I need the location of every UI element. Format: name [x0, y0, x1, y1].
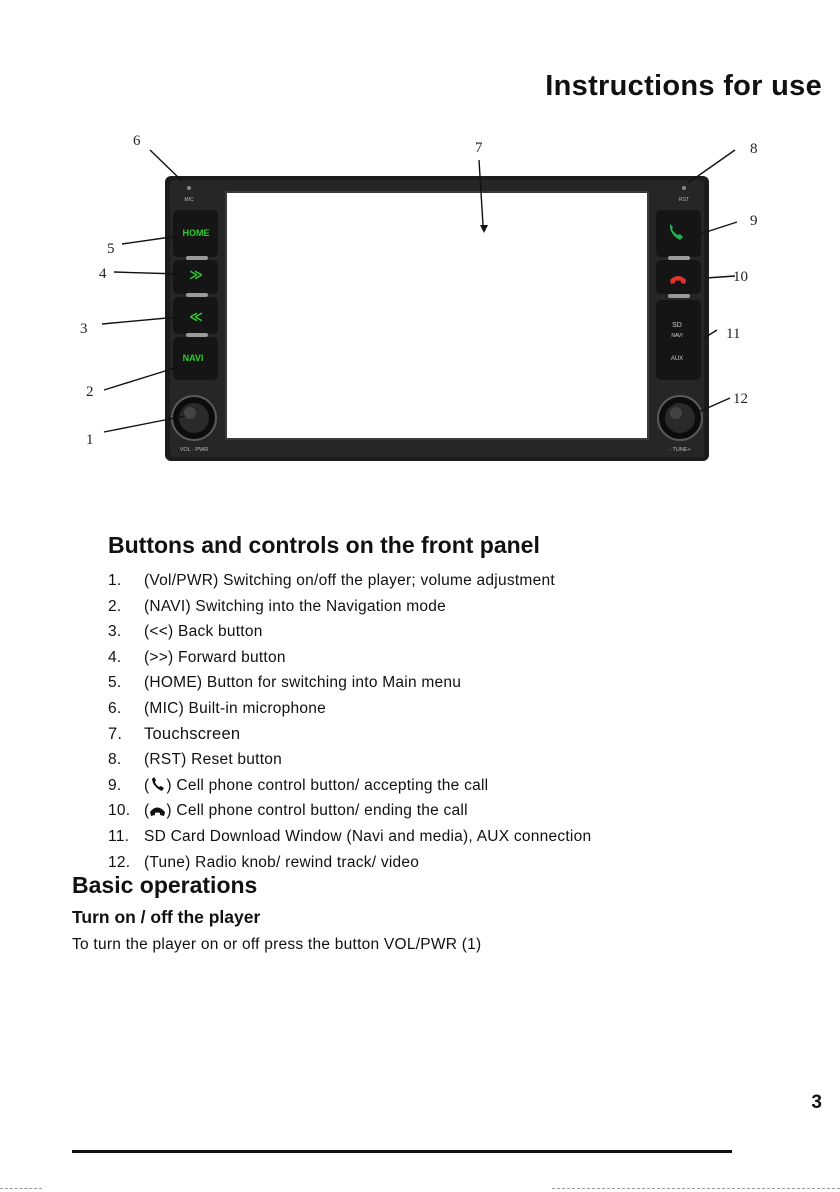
list-item: 6. (MIC) Built-in microphone: [108, 696, 591, 722]
list-item: 9. ( ) Cell phone control button/ acceptin…: [108, 773, 591, 799]
list-item: 10. ( ) Cell phone control button/ ending …: [108, 798, 591, 824]
left-button-column: HOME ≫ ≪ NAVI: [173, 210, 218, 380]
tune-knob: [657, 395, 703, 441]
mic-hole: [187, 186, 191, 190]
page-edge-left: [0, 1188, 42, 1190]
callout-4: 4: [99, 266, 107, 282]
item-text: Touchscreen: [144, 724, 241, 743]
item-text: (Tune) Radio knob/ rewind track/ video: [144, 853, 420, 871]
item-number: 12.: [108, 853, 131, 871]
home-button: [173, 210, 218, 257]
aux-label: AUX: [671, 356, 683, 362]
forward-button: [173, 260, 218, 294]
callout-3: 3: [80, 321, 88, 337]
callout-6: 6: [133, 133, 141, 149]
item-number: 7.: [108, 724, 123, 743]
item-number: 3.: [108, 623, 122, 641]
item-text: ) Cell phone control button/ accepting t…: [166, 776, 489, 794]
callout-lines: [101, 149, 738, 433]
list-item: 5. (HOME) Button for switching into Main …: [108, 670, 591, 696]
item-number: 9.: [108, 776, 122, 794]
right-button-column: SD NAVI AUX: [656, 210, 701, 380]
item-text: (MIC) Built-in microphone: [144, 699, 326, 717]
item-text: SD Card Download Window (Navi and media)…: [144, 827, 592, 845]
callout-1: 1: [86, 432, 94, 448]
basic-operations-heading: Basic operations: [72, 872, 258, 898]
mic-label: MIC: [184, 197, 194, 203]
callout-12: 12: [733, 391, 748, 407]
page-number: 3: [811, 1092, 822, 1113]
control-list: 1. (Vol/PWR) Switching on/off the player;…: [108, 568, 591, 875]
item-text: (NAVI) Switching into the Navigation mod…: [144, 597, 447, 615]
section-heading: Buttons and controls on the front panel: [108, 532, 540, 558]
callout-8: 8: [750, 141, 758, 157]
item-text: (<<) Back button: [144, 623, 263, 641]
sd-aux-panel: [656, 300, 701, 380]
item-paren: (: [144, 802, 150, 820]
tune-label: - TUNE+: [669, 447, 690, 453]
home-button-label: HOME: [183, 228, 210, 238]
item-number: 1.: [108, 572, 122, 589]
list-item: 1. (Vol/PWR) Switching on/off the player;…: [108, 568, 591, 594]
callout-10: 10: [733, 269, 748, 285]
turn-on-off-heading: Turn on / off the player: [72, 907, 261, 927]
item-text: (Vol/PWR) Switching on/off the player; v…: [144, 572, 555, 589]
vol-knob: [171, 395, 217, 441]
item-number: 4.: [108, 648, 122, 666]
item-text: (RST) Reset button: [144, 751, 283, 769]
item-text: (HOME) Button for switching into Main me…: [144, 674, 462, 692]
item-text: (>>) Forward button: [144, 648, 286, 666]
callout-9: 9: [750, 213, 758, 229]
item-number: 5.: [108, 674, 122, 692]
navi-button-label: NAVI: [183, 353, 204, 363]
list-item: 12. (Tune) Radio knob/ rewind track/ vide…: [108, 850, 591, 876]
callout-numbers: 1 2 3 4 5 6 7 8 9 10 11 12: [80, 133, 758, 448]
list-item: 11. SD Card Download Window (Navi and med…: [108, 824, 591, 850]
phone-accept-icon: [152, 776, 165, 791]
item-number: 8.: [108, 751, 122, 769]
rst-label: RST: [679, 197, 689, 203]
list-item: 8. (RST) Reset button: [108, 747, 591, 773]
forward-button-label: ≫: [189, 268, 203, 283]
page-edge-right: [552, 1188, 840, 1190]
page-title: Instructions for use: [545, 70, 822, 102]
navi-button: [173, 337, 218, 380]
item-number: 11.: [108, 827, 130, 845]
phone-hangup-icon: [150, 807, 166, 817]
touchscreen: [225, 191, 649, 440]
list-item: 7. Touchscreen: [108, 722, 591, 748]
turn-on-off-text: To turn the player on or off press the b…: [72, 936, 482, 953]
item-number: 10.: [108, 802, 131, 820]
phone-accept-icon: [670, 224, 683, 240]
callout-2: 2: [86, 384, 94, 400]
rst-hole: [682, 186, 686, 190]
item-number: 6.: [108, 699, 122, 717]
accept-call-button: [656, 210, 701, 257]
callout-11: 11: [726, 326, 740, 342]
list-item: 3. (<<) Back button: [108, 619, 591, 645]
vol-label: VOL · PWR: [180, 447, 209, 453]
back-button: [173, 297, 218, 334]
footer-rule: [72, 1150, 732, 1153]
item-number: 2.: [108, 597, 122, 615]
head-unit-figure: HOME ≫ ≪ NAVI SD NAVI AUX MIC RST VOL · …: [80, 133, 758, 461]
sd-label: SD: [672, 322, 682, 329]
list-item: 2. (NAVI) Switching into the Navigation m…: [108, 594, 591, 620]
navi-small-label: NAVI: [671, 333, 682, 339]
callout-7: 7: [475, 140, 483, 156]
callout-5: 5: [107, 241, 115, 257]
list-item: 4. (>>) Forward button: [108, 645, 591, 671]
back-button-label: ≪: [189, 310, 203, 325]
item-text: ) Cell phone control button/ ending the …: [166, 802, 468, 820]
phone-hangup-icon: [670, 276, 686, 284]
item-paren: (: [144, 776, 150, 794]
